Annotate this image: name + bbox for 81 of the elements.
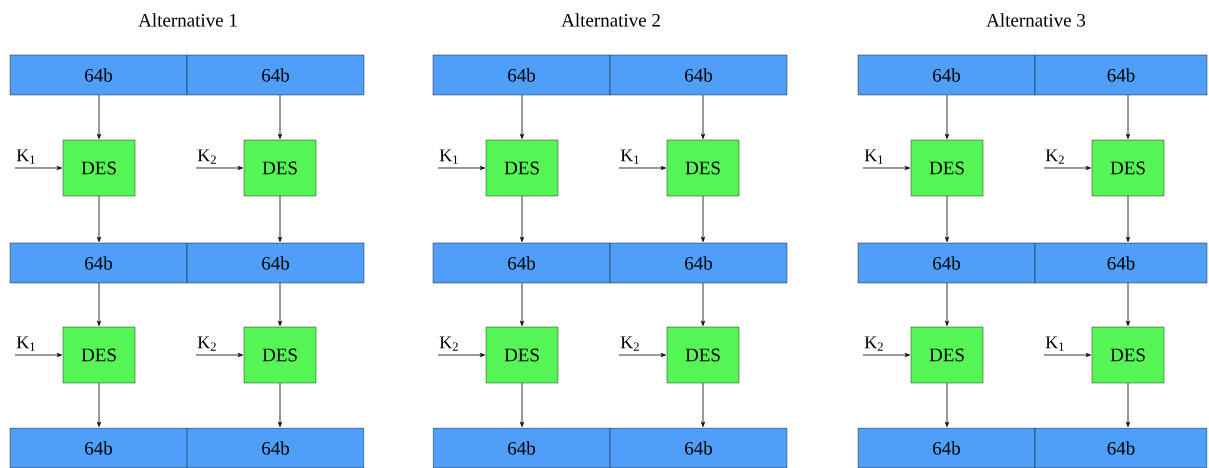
key-label: K$_{1}$ — [620, 149, 639, 164]
arrow — [520, 195, 524, 242]
arrow — [278, 94, 283, 139]
arrow — [701, 94, 705, 139]
key-label: K$_{1}$ — [1045, 336, 1064, 351]
arrow — [14, 166, 63, 170]
arrow — [278, 382, 283, 427]
arrow — [1043, 353, 1091, 357]
key-label: K$_{1}$ — [439, 149, 458, 164]
arrow — [195, 353, 244, 357]
arrow — [1126, 382, 1130, 427]
key-label: K$_{2}$ — [197, 149, 216, 164]
arrow — [520, 282, 524, 326]
arrow — [945, 195, 949, 242]
arrow — [701, 195, 705, 242]
data-block: 64b — [186, 242, 365, 284]
data-block: 64b — [9, 427, 188, 468]
heading: Alternative 3 — [986, 13, 1086, 27]
arrow — [437, 353, 485, 357]
data-block: 64b — [186, 427, 365, 468]
heading: Alternative 2 — [561, 13, 660, 27]
des-box: DES — [485, 326, 559, 384]
des-box: DES — [62, 326, 136, 384]
arrow — [945, 282, 949, 326]
arrow — [701, 282, 705, 326]
arrow — [1126, 282, 1130, 326]
data-block: 64b — [9, 242, 188, 284]
arrow — [701, 382, 705, 427]
des-box: DES — [910, 139, 984, 197]
des-box: DES — [1091, 326, 1165, 384]
arrow — [862, 353, 910, 357]
arrow — [97, 94, 102, 139]
arrow — [520, 94, 524, 139]
des-box: DES — [485, 139, 559, 197]
data-block: 64b — [432, 54, 611, 96]
arrow — [97, 382, 102, 427]
arrow — [278, 282, 283, 326]
data-block: 64b — [857, 54, 1036, 96]
data-block: 64b — [9, 54, 188, 96]
des-box: DES — [243, 326, 317, 384]
arrow — [1126, 94, 1130, 139]
data-block: 64b — [432, 427, 611, 468]
data-block: 64b — [857, 427, 1036, 468]
key-label: K$_{1}$ — [16, 336, 35, 351]
des-box: DES — [62, 139, 136, 197]
data-block: 64b — [1034, 54, 1208, 96]
data-block: 64b — [609, 242, 788, 284]
data-block: 64b — [186, 54, 365, 96]
data-block: 64b — [432, 242, 611, 284]
data-block: 64b — [609, 54, 788, 96]
arrow — [195, 166, 244, 170]
des-box: DES — [1091, 139, 1165, 197]
heading: Alternative 1 — [138, 13, 237, 27]
key-label: K$_{1}$ — [864, 149, 883, 164]
arrow — [1126, 195, 1130, 242]
arrow — [945, 382, 949, 427]
arrow — [437, 166, 485, 170]
key-label: K$_{2}$ — [439, 336, 458, 351]
data-block: 64b — [609, 427, 788, 468]
arrow — [97, 282, 102, 326]
key-label: K$_{2}$ — [620, 336, 639, 351]
arrow — [520, 382, 524, 427]
des-box: DES — [910, 326, 984, 384]
key-label: K$_{2}$ — [864, 336, 883, 351]
des-box: DES — [243, 139, 317, 197]
arrow — [14, 353, 63, 357]
data-block: 64b — [1034, 242, 1208, 284]
arrow — [945, 94, 949, 139]
des-box: DES — [666, 139, 740, 197]
arrow — [97, 195, 102, 242]
data-block: 64b — [1034, 427, 1208, 468]
des-box: DES — [666, 326, 740, 384]
key-label: K$_{1}$ — [16, 149, 35, 164]
key-label: K$_{2}$ — [197, 336, 216, 351]
arrow — [618, 353, 666, 357]
arrow — [618, 166, 666, 170]
key-label: K$_{2}$ — [1045, 149, 1064, 164]
data-block: 64b — [857, 242, 1036, 284]
arrow — [1043, 166, 1091, 170]
arrow — [862, 166, 910, 170]
arrow — [278, 195, 283, 242]
